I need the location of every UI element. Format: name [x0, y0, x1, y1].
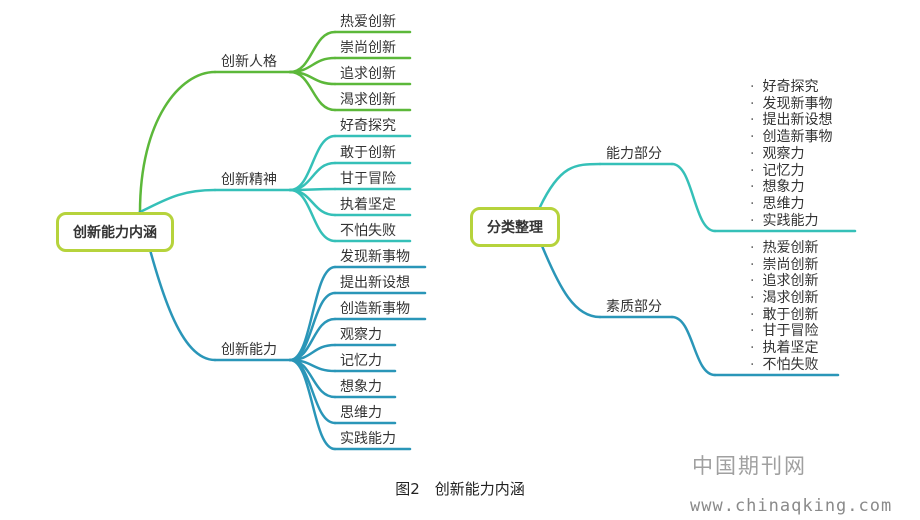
branch-label-personality: 创新人格 — [221, 54, 277, 70]
right-root-label: 分类整理 — [487, 220, 543, 236]
list-item: ·追求创新 — [750, 273, 819, 289]
list-item: ·观察力 — [750, 146, 805, 162]
list-item: ·敢于创新 — [750, 307, 819, 323]
leaf-label: 想象力 — [340, 379, 382, 395]
list-item: ·想象力 — [750, 179, 805, 195]
list-item: ·思维力 — [750, 196, 805, 212]
group-label-quality-part: 素质部分 — [606, 299, 662, 315]
leaf-connector — [288, 70, 337, 112]
leaf-connector — [288, 161, 337, 192]
leaf-label: 发现新事物 — [340, 249, 410, 265]
branch-label-ability: 创新能力 — [221, 342, 277, 358]
list-item: ·实践能力 — [750, 213, 819, 229]
leaf-connector — [288, 291, 337, 362]
list-item: ·渴求创新 — [750, 290, 819, 306]
list-item: ·崇尚创新 — [750, 257, 819, 273]
leaf-label: 观察力 — [340, 327, 382, 343]
leaf-label: 甘于冒险 — [340, 171, 396, 187]
list-item: ·不怕失败 — [750, 357, 819, 373]
leaf-connector — [288, 188, 337, 217]
leaf-label: 敢于创新 — [340, 145, 396, 161]
leaf-label: 不怕失败 — [340, 223, 396, 239]
leaf-label: 执着坚定 — [340, 197, 396, 213]
list-item: ·创造新事物 — [750, 129, 833, 145]
list-item: ·发现新事物 — [750, 96, 833, 112]
leaf-label: 渴求创新 — [340, 92, 396, 108]
leaf-label: 崇尚创新 — [340, 40, 396, 56]
left-root-node: 创新能力内涵 — [56, 212, 174, 252]
group-label-ability-part: 能力部分 — [606, 146, 662, 162]
leaf-label: 思维力 — [340, 405, 382, 421]
branch-connector — [138, 188, 217, 214]
leaf-label: 创造新事物 — [340, 301, 410, 317]
leaf-label: 实践能力 — [340, 431, 396, 447]
figure-caption: 图2 创新能力内涵 — [395, 480, 525, 498]
leaf-label: 记忆力 — [340, 353, 382, 369]
left-root-label: 创新能力内涵 — [73, 225, 157, 241]
leaf-label: 提出新设想 — [340, 275, 410, 291]
leaf-connector — [288, 188, 337, 243]
leaf-label: 热爱创新 — [340, 14, 396, 30]
list-item: ·提出新设想 — [750, 112, 833, 128]
list-item: ·记忆力 — [750, 163, 805, 179]
leaf-label: 追求创新 — [340, 66, 396, 82]
branch-label-spirit: 创新精神 — [221, 172, 277, 188]
leaf-connector — [288, 358, 337, 451]
right-root-node: 分类整理 — [470, 207, 560, 247]
group-connector — [538, 162, 602, 209]
leaf-label: 好奇探究 — [340, 118, 396, 134]
branch-connector — [138, 70, 217, 214]
list-item: ·热爱创新 — [750, 240, 819, 256]
watermark-cn: 中国期刊网 — [692, 454, 807, 478]
watermark-url: www.chinaqking.com — [690, 496, 893, 516]
group-connector — [538, 239, 602, 319]
list-item: ·甘于冒险 — [750, 323, 819, 339]
group-to-list-connector — [670, 162, 717, 233]
group-to-list-connector — [670, 315, 717, 377]
list-item: ·好奇探究 — [750, 79, 819, 95]
list-item: ·执着坚定 — [750, 340, 819, 356]
